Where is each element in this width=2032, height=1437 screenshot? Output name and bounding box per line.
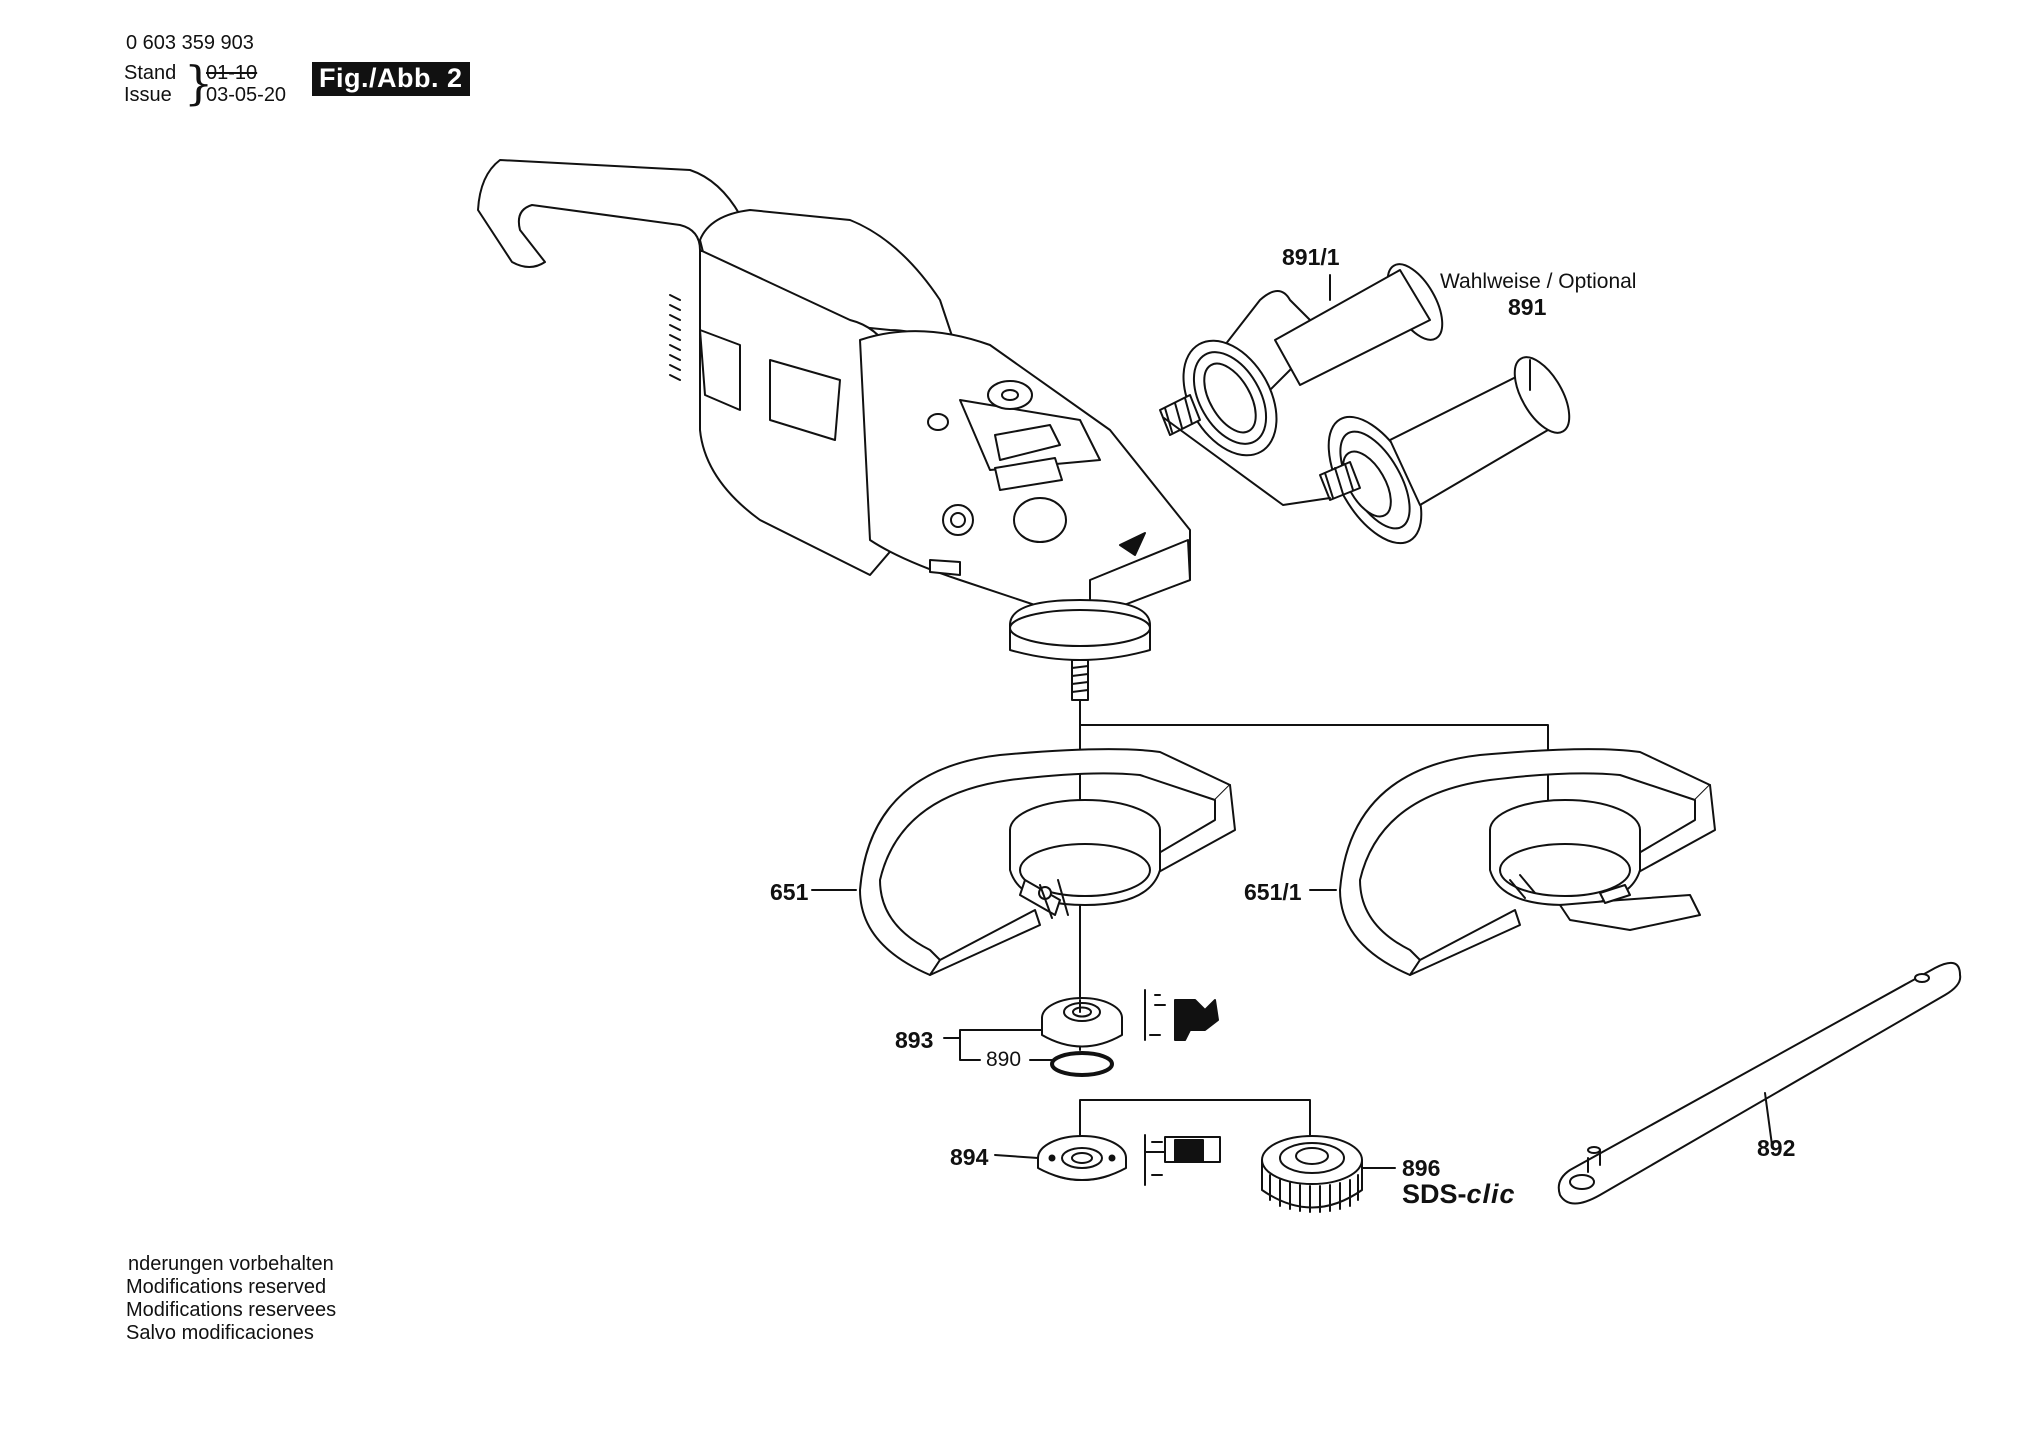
flange-894-icon [1037, 1135, 1127, 1181]
angle-grinder-icon [477, 159, 1191, 701]
brace-icon: } [184, 56, 214, 110]
callout-894: 894 [950, 1144, 989, 1170]
handle-891-1-icon [1159, 263, 1444, 457]
sds-clic-nut-896-icon [1261, 1135, 1363, 1213]
issue-date: 03-05-20 [206, 84, 287, 106]
o-ring-890-icon [1050, 1051, 1114, 1077]
stand-label: Stand [124, 62, 177, 84]
callout-891-1: 891/1 [1282, 244, 1340, 270]
optional-note: Wahlweise / Optional [1440, 270, 1637, 293]
spanner-892-icon [1557, 961, 1962, 1205]
callout-651-1: 651/1 [1244, 879, 1302, 905]
guard-651-1-icon [1339, 748, 1716, 976]
part-number: 0 603 359 903 [126, 32, 254, 54]
flange-893-icon [1041, 997, 1123, 1048]
footer-line-de: nderungen vorbehalten [128, 1253, 334, 1275]
footer-line-es: Salvo modificaciones [126, 1322, 314, 1344]
footer-line-en: Modifications reserved [126, 1276, 327, 1298]
stand-value: 01-10 [206, 62, 258, 84]
callout-893: 893 [895, 1027, 934, 1053]
callout-892: 892 [1757, 1135, 1796, 1161]
callout-896: 896 [1402, 1155, 1441, 1181]
guard-651-icon [859, 748, 1236, 976]
flange-section-icon [1144, 989, 1221, 1186]
footer-line-fr: Modifications reservees [126, 1299, 337, 1321]
callout-890: 890 [986, 1048, 1022, 1071]
figure-label: Fig./Abb. 2 [312, 62, 470, 96]
callout-651: 651 [770, 879, 809, 905]
sds-clic-logo: SDS-clic [1402, 1179, 1516, 1209]
issue-label: Issue [124, 84, 172, 106]
handle-891-icon [1319, 356, 1571, 545]
callout-891: 891 [1508, 294, 1547, 320]
